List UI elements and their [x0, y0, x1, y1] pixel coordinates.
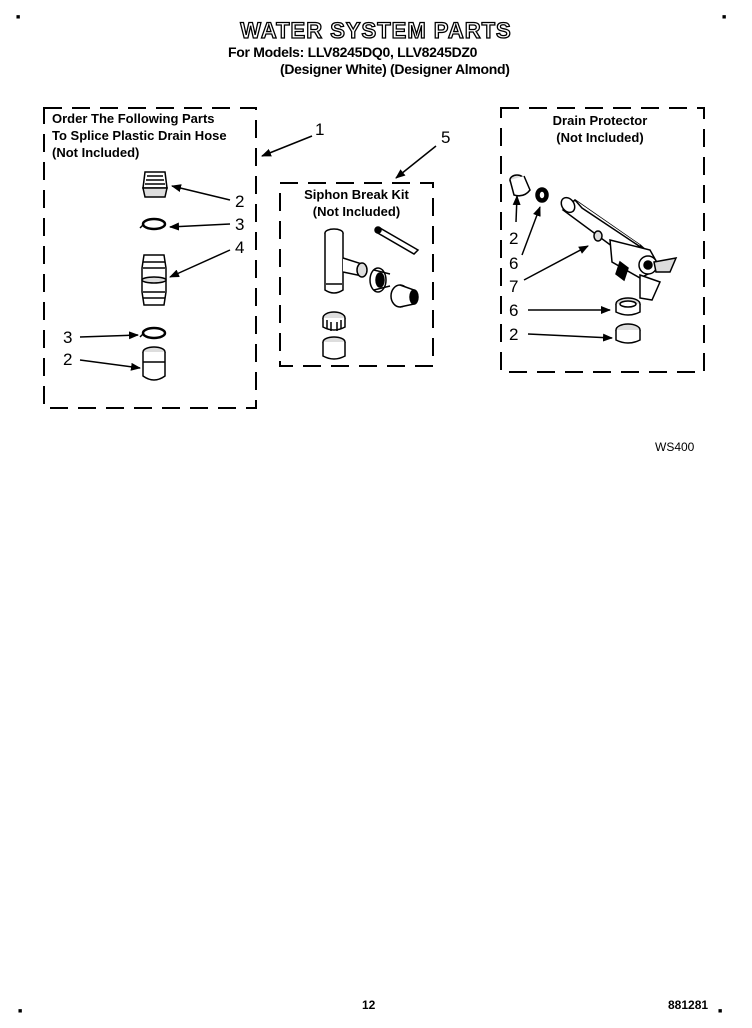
arrow-2d	[527, 333, 613, 342]
siphon-label-line1: Siphon Break Kit	[304, 187, 409, 202]
callout-3a: 3	[235, 215, 245, 234]
callout-6a: 6	[509, 254, 519, 273]
drain-label-line2: (Not Included)	[556, 130, 644, 145]
arrow-7	[523, 245, 589, 281]
arrow-4	[169, 249, 231, 278]
callout-arrows	[79, 135, 613, 371]
callout-2d: 2	[509, 325, 519, 344]
siphon-nut-icon	[369, 267, 391, 293]
arrow-3a	[169, 222, 231, 231]
corner-mark-top-left: ■	[16, 14, 21, 21]
splice-parts	[139, 171, 168, 381]
drain-parts	[509, 174, 678, 344]
arrow-6a	[521, 206, 541, 256]
splice-label-line3: (Not Included)	[52, 145, 140, 160]
siphon-ring-icon	[322, 311, 346, 331]
callout-7: 7	[509, 277, 519, 296]
splice-group-box	[43, 107, 257, 409]
callout-4: 4	[235, 238, 245, 257]
arrow-2a	[171, 184, 231, 201]
diagram-code: WS400	[655, 440, 695, 454]
callout-2a: 2	[235, 192, 245, 211]
callout-3b: 3	[63, 328, 73, 347]
corner-mark-bottom-right: ■	[718, 1008, 723, 1015]
corner-mark-bottom-left: ■	[18, 1008, 23, 1015]
siphon-tee-icon	[324, 228, 368, 294]
callout-5: 5	[441, 128, 451, 147]
siphon-adapter-icon	[390, 284, 419, 308]
drain-gasket-icon	[535, 187, 549, 203]
siphon-group-label: Siphon Break Kit (Not Included)	[280, 186, 433, 220]
arrow-1	[261, 135, 313, 157]
callout-6b: 6	[509, 301, 519, 320]
splice-label-line1: Order The Following Parts	[52, 111, 215, 126]
splice-label-line2: To Splice Plastic Drain Hose	[52, 128, 227, 143]
arrow-2c	[512, 195, 521, 223]
hose-connector-lower-icon	[142, 346, 166, 381]
arrow-5	[395, 145, 437, 179]
model-colors: (Designer White) (Designer Almond)	[280, 61, 510, 77]
page-title: WATER SYSTEM PARTS	[240, 17, 512, 43]
arrow-3b	[79, 331, 139, 340]
hose-clamp-icon	[139, 217, 167, 231]
callout-1: 1	[315, 120, 325, 139]
callout-2c: 2	[509, 229, 519, 248]
arrow-2b	[79, 359, 141, 371]
drain-group-box	[500, 107, 705, 373]
page-number: 12	[362, 998, 376, 1012]
drain-label-line1: Drain Protector	[552, 113, 648, 128]
siphon-parts	[322, 226, 420, 360]
hose-coupling-icon	[141, 254, 167, 306]
callout-2b: 2	[63, 350, 73, 369]
cable-tie-icon	[374, 226, 420, 255]
hose-clamp-lower-icon	[139, 326, 167, 340]
corner-mark-top-right: ■	[722, 14, 727, 21]
model-numbers: For Models: LLV8245DQ0, LLV8245DZ0	[228, 44, 478, 60]
drain-group-label: Drain Protector (Not Included)	[520, 112, 680, 146]
drain-cap-icon	[615, 323, 641, 344]
splice-group-label: Order The Following Parts To Splice Plas…	[52, 110, 227, 161]
drain-ring-icon	[615, 297, 641, 316]
drain-connector-icon	[509, 174, 531, 197]
document-number: 881281	[668, 998, 709, 1012]
drain-protector-body-icon	[560, 196, 678, 301]
siphon-label-line2: (Not Included)	[312, 204, 401, 219]
hose-connector-icon	[142, 171, 168, 198]
siphon-cap-icon	[322, 336, 346, 360]
